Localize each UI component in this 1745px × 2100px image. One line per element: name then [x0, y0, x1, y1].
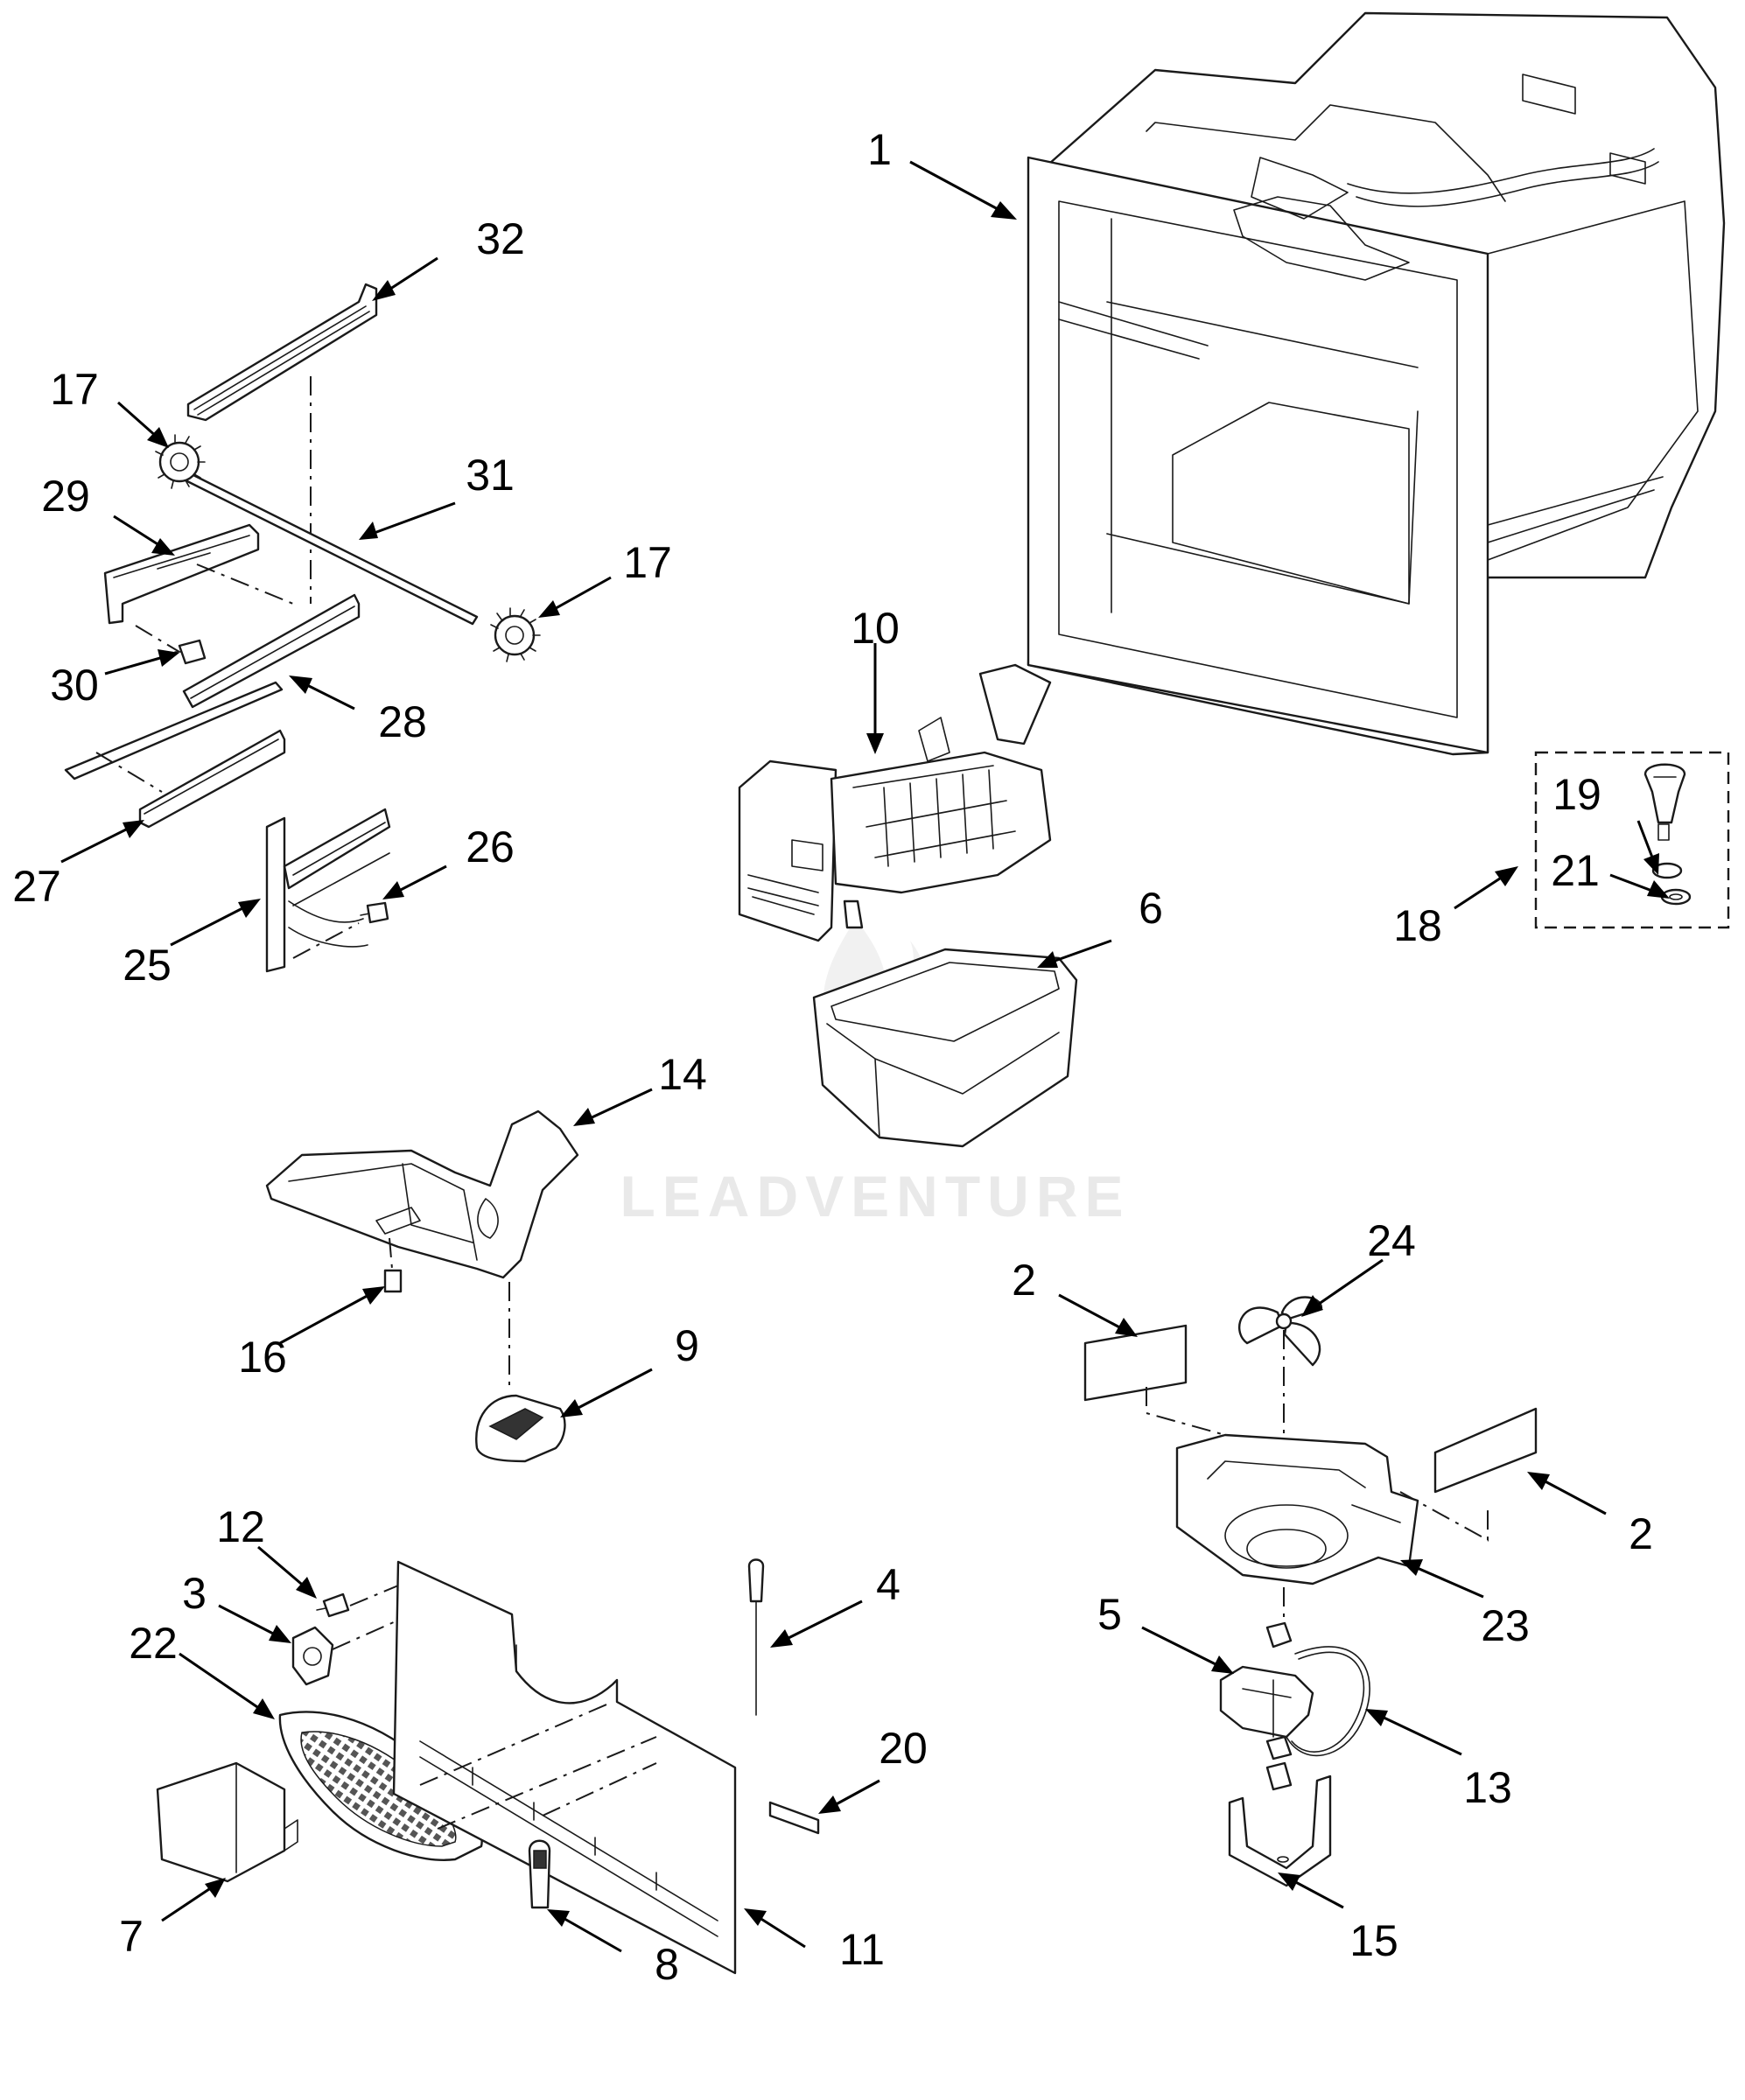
- part-9-auger-coupler: [475, 1394, 566, 1463]
- callout-8: 8: [655, 1940, 679, 1989]
- callout-20: 20: [879, 1724, 928, 1773]
- part-15-motor-bracket: [1228, 1774, 1332, 1887]
- callout-26: 26: [466, 822, 515, 872]
- part-2-pad-left: [1083, 1324, 1188, 1402]
- callout-30: 30: [50, 661, 99, 710]
- dash-line-27: [95, 752, 163, 793]
- part-7-cover: [156, 1761, 298, 1883]
- part-1-freezer-basket: [1027, 11, 1726, 756]
- callout-7: 7: [119, 1912, 144, 1961]
- dash-line-11a: [419, 1701, 613, 1786]
- watermark-text: LEADVENTURE: [620, 1164, 1130, 1228]
- part-32-rail: [186, 283, 378, 422]
- callout-5: 5: [1097, 1590, 1122, 1639]
- part-18-kit-box: [1534, 751, 1730, 929]
- callout-4: 4: [876, 1560, 901, 1609]
- part-29-slide-bracket: [103, 523, 260, 625]
- callout-14: 14: [658, 1050, 707, 1099]
- dash-line-11b: [437, 1736, 657, 1830]
- part-26-screw: [360, 901, 389, 924]
- part-17-gear-right: [490, 607, 541, 662]
- callout-9: 9: [675, 1321, 699, 1370]
- callout-15: 15: [1349, 1916, 1398, 1965]
- dash-line-2-right: [1399, 1491, 1489, 1542]
- callout-23: 23: [1481, 1601, 1530, 1650]
- part-22-grille: [278, 1711, 483, 1861]
- dash-line-26: [292, 922, 360, 959]
- callout-24: 24: [1367, 1216, 1416, 1265]
- part-20-gasket: [768, 1801, 820, 1835]
- callout-1: 1: [867, 125, 892, 174]
- part-30-screw: [174, 639, 207, 665]
- callout-19: 19: [1552, 770, 1601, 819]
- callout-3: 3: [182, 1569, 207, 1618]
- part-6-ice-tray: [812, 948, 1078, 1148]
- callout-6: 6: [1139, 884, 1163, 933]
- part-24-fan-blade: [1238, 1296, 1323, 1367]
- dash-line-30: [135, 625, 180, 653]
- part-27-slide: [138, 729, 286, 829]
- callout-17-right: 17: [623, 538, 672, 587]
- callout-17-left: 17: [50, 365, 99, 414]
- part-8-switch: [528, 1839, 551, 1909]
- callout-25: 25: [123, 941, 172, 990]
- callout-32: 32: [476, 214, 525, 263]
- callout-2-left: 2: [1012, 1256, 1036, 1305]
- callout-labels: 1 32 17 31 17 29 30 28 27 26 25 10 19 21…: [12, 125, 1653, 1989]
- callout-18: 18: [1393, 901, 1442, 950]
- callout-2-right: 2: [1629, 1509, 1653, 1558]
- part-28-slide-rail: [64, 593, 361, 780]
- callout-28: 28: [378, 697, 427, 746]
- part-14-chute-housing: [265, 1110, 579, 1279]
- part-17-gear-left: [155, 434, 206, 489]
- part-23-fan-shroud: [1175, 1433, 1419, 1586]
- part-2-pad-right: [1433, 1407, 1538, 1494]
- dash-line-29: [196, 564, 294, 605]
- part-13-wire-harness: [1286, 1646, 1370, 1757]
- callout-27: 27: [12, 862, 61, 911]
- dash-line-2-left: [1146, 1387, 1226, 1436]
- part-10-ice-maker: [738, 663, 1052, 942]
- part-16-clip: [383, 1269, 403, 1293]
- callout-16: 16: [238, 1333, 287, 1382]
- callout-10: 10: [851, 604, 900, 653]
- part-4-thermistor: [747, 1558, 765, 1716]
- callout-11: 11: [839, 1925, 885, 1974]
- part-25-bracket: [265, 808, 391, 973]
- part-3-damper: [291, 1626, 334, 1686]
- part-19-fitting: [1643, 763, 1686, 841]
- leader-arrows: [60, 160, 1670, 1953]
- part-11-panel: [392, 1560, 737, 1975]
- part-19-ring: [1651, 862, 1683, 879]
- dash-line-14: [389, 1237, 393, 1270]
- callout-31: 31: [466, 451, 515, 500]
- callout-12: 12: [216, 1502, 265, 1551]
- dash-line-12: [349, 1583, 403, 1606]
- dash-line-3: [332, 1614, 412, 1650]
- part-12-screw: [316, 1592, 350, 1618]
- callout-29: 29: [41, 472, 90, 521]
- callout-22: 22: [129, 1619, 178, 1668]
- callout-13: 13: [1463, 1763, 1512, 1812]
- part-5-fan-motor: [1219, 1621, 1314, 1791]
- callout-21: 21: [1551, 846, 1600, 895]
